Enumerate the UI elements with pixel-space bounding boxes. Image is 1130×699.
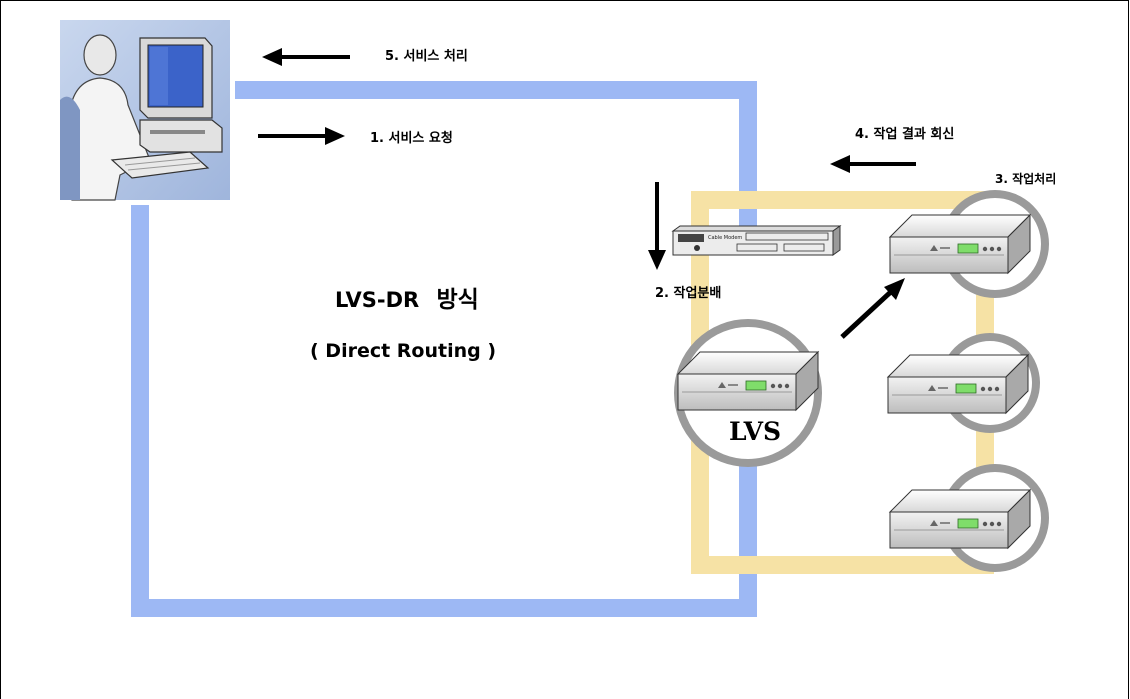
arrow-lvs-to-server bbox=[842, 278, 905, 337]
arrow-service-processed bbox=[262, 48, 350, 66]
step-4-label: 4. 작업 결과 회신 bbox=[855, 126, 954, 142]
title-korean: 방식 bbox=[437, 287, 479, 313]
step-5-label: 5. 서비스 처리 bbox=[385, 48, 468, 64]
step-2-label: 2. 작업분배 bbox=[655, 285, 721, 301]
real-server-2 bbox=[888, 337, 1036, 429]
lvs-server-icon bbox=[678, 352, 818, 410]
page-title: LVS-DR 방식 bbox=[335, 287, 479, 313]
step-1-label: 1. 서비스 요청 bbox=[370, 130, 453, 146]
switch-caption: Cable Modem bbox=[708, 235, 742, 241]
rack-server-icon bbox=[888, 355, 1028, 413]
arrow-service-request bbox=[258, 127, 345, 145]
arrow-task-distribution bbox=[648, 182, 666, 270]
network-switch-icon: Cable Modem bbox=[673, 226, 840, 255]
rack-server-icon bbox=[890, 215, 1030, 273]
lvs-node: LVS bbox=[678, 323, 818, 463]
rack-server-icon bbox=[890, 490, 1030, 548]
lvs-label: LVS bbox=[729, 417, 781, 446]
step-3-label: 3. 작업처리 bbox=[995, 171, 1056, 186]
real-server-3 bbox=[890, 468, 1045, 568]
client-computer-icon bbox=[55, 15, 235, 205]
page-subtitle: ( Direct Routing ) bbox=[310, 340, 496, 362]
title-latin: LVS-DR bbox=[335, 288, 419, 312]
arrow-result-reply bbox=[830, 155, 916, 173]
